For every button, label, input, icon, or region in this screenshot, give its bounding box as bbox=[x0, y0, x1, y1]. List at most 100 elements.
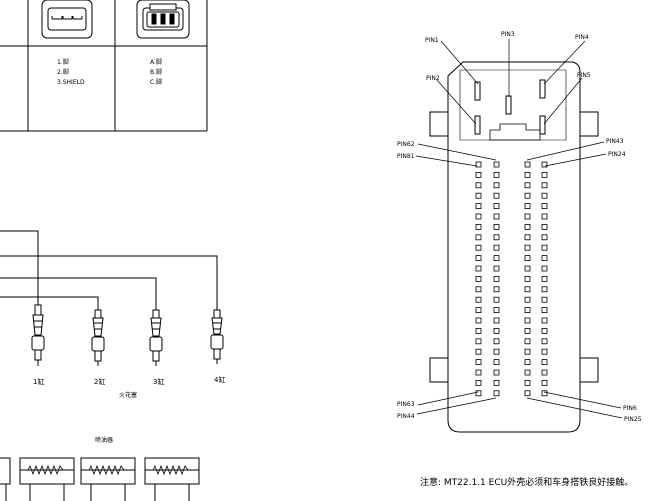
ecu-pin-socket bbox=[493, 171, 500, 178]
ecu-note: 注意: MT22.1.1 ECU外壳必须和车身搭铁良好接触。 bbox=[420, 476, 633, 488]
table-col2-pinC: C.脚 bbox=[150, 78, 162, 86]
ecu-pin-socket bbox=[524, 244, 531, 251]
ecu-pin-socket bbox=[475, 182, 482, 189]
ecu-pin-socket bbox=[541, 192, 548, 199]
cylinder-4-label: 4缸 bbox=[214, 375, 225, 384]
ecu-pin-socket bbox=[493, 213, 500, 220]
ecu-pin-socket bbox=[541, 244, 548, 251]
ecu-pin-socket bbox=[524, 338, 531, 345]
ecu-pin-socket bbox=[475, 307, 482, 314]
ecu-pin-socket bbox=[524, 203, 531, 210]
ecu-connector-body bbox=[429, 61, 599, 433]
ecu-pin-socket bbox=[524, 348, 531, 355]
ecu-pin-socket bbox=[541, 359, 548, 366]
cylinder-1-label: 1缸 bbox=[33, 377, 44, 386]
ecu-pin-socket bbox=[524, 265, 531, 272]
ecu-pin-socket bbox=[524, 223, 531, 230]
ecu-pin-socket bbox=[475, 275, 482, 282]
ecu-pin-socket bbox=[475, 234, 482, 241]
spark-plug-4 bbox=[210, 309, 224, 364]
ecu-pin-socket bbox=[493, 286, 500, 293]
ecu-pin-socket bbox=[493, 234, 500, 241]
three-pin-connector-icon bbox=[41, 0, 93, 39]
ecu-pin-socket bbox=[493, 244, 500, 251]
ecu-pin-socket bbox=[524, 379, 531, 386]
ecu-pin-socket bbox=[541, 255, 548, 262]
ecu-pin-socket bbox=[475, 192, 482, 199]
ecu-pin3-label: PIN3 bbox=[501, 31, 515, 38]
ecu-pin-socket bbox=[475, 171, 482, 178]
ecu-pin-socket bbox=[493, 369, 500, 376]
ecu-pin-socket bbox=[524, 286, 531, 293]
ecu-pin81-label: PIN81 bbox=[397, 153, 415, 160]
ecu-pin-socket bbox=[493, 390, 500, 397]
ecu-pin-socket bbox=[475, 327, 482, 334]
ecu-pin24-label: PIN24 bbox=[608, 151, 626, 158]
ecu-pin-socket bbox=[475, 161, 482, 168]
table-col2-pinA: A.脚 bbox=[150, 58, 162, 66]
ecu-pin-socket bbox=[524, 171, 531, 178]
cylinder-2-label: 2缸 bbox=[94, 377, 105, 386]
ecu-pin-socket bbox=[475, 265, 482, 272]
ecu-pin-socket bbox=[493, 192, 500, 199]
ecu-pin-socket bbox=[493, 348, 500, 355]
ecu-pin-socket bbox=[524, 317, 531, 324]
ecu-pin43-label: PIN43 bbox=[606, 138, 624, 145]
ecu-pin-socket bbox=[493, 255, 500, 262]
ecu-pin-socket bbox=[541, 307, 548, 314]
connector-table bbox=[0, 0, 208, 132]
ecu-pin-socket bbox=[541, 338, 548, 345]
ecu-pin-socket bbox=[541, 275, 548, 282]
ecu-pin-socket bbox=[524, 296, 531, 303]
table-col1-pin1: 1.脚 bbox=[57, 58, 69, 66]
table-col1-pin3: 3.SHIELD bbox=[57, 79, 85, 86]
ecu-pin-socket bbox=[541, 327, 548, 334]
ecu-pin-socket bbox=[493, 379, 500, 386]
ecu-pin-socket bbox=[541, 348, 548, 355]
ecu-leader-lines bbox=[415, 39, 623, 419]
ecu-pin-socket bbox=[475, 223, 482, 230]
ecu-pin-socket bbox=[475, 203, 482, 210]
spark-plug-3 bbox=[149, 309, 163, 366]
ecu-pin-socket bbox=[475, 348, 482, 355]
ecu-pin-socket bbox=[524, 390, 531, 397]
ecu-pin-socket bbox=[541, 203, 548, 210]
ecu-pin4-label: PIN4 bbox=[575, 34, 589, 41]
ecu-pin-socket bbox=[475, 213, 482, 220]
injector-label: 喷油器 bbox=[95, 436, 113, 444]
ecu-pin44-label: PIN44 bbox=[397, 413, 415, 420]
ecu-pin-socket bbox=[524, 255, 531, 262]
ecu-pin-socket bbox=[524, 234, 531, 241]
ecu-pin-socket bbox=[541, 317, 548, 324]
ecu-pin-socket bbox=[493, 182, 500, 189]
ecu-pin-socket bbox=[524, 161, 531, 168]
ecu-pin-socket bbox=[475, 379, 482, 386]
ecu-pin1-label: PIN1 bbox=[425, 37, 439, 44]
ecu-pin-socket bbox=[524, 327, 531, 334]
ecu-pin-socket bbox=[524, 182, 531, 189]
ecu-pin-socket bbox=[493, 327, 500, 334]
ecu-pin-socket bbox=[524, 275, 531, 282]
ecu-pin-socket bbox=[493, 223, 500, 230]
ecu-pin-socket bbox=[541, 265, 548, 272]
ecu-pin-socket bbox=[493, 275, 500, 282]
table-col2-pinB: B.脚 bbox=[150, 68, 162, 76]
ecu-pin-socket bbox=[541, 171, 548, 178]
ecu-pin-socket bbox=[541, 296, 548, 303]
ecu-pin-socket bbox=[524, 307, 531, 314]
ecu-pin-socket bbox=[524, 192, 531, 199]
ecu-pin-socket bbox=[541, 223, 548, 230]
table-col1-pin2: 2.脚 bbox=[57, 68, 69, 76]
ecu-pin5-label: PIN5 bbox=[577, 72, 591, 79]
ecu-pin-socket bbox=[541, 286, 548, 293]
ecu-pin-socket bbox=[475, 317, 482, 324]
ecu-pin-socket bbox=[541, 369, 548, 376]
ecu-pin-socket bbox=[475, 255, 482, 262]
ecu-pin6-label: PIN6 bbox=[623, 405, 637, 412]
ecu-pin62-label: PIN62 bbox=[397, 141, 415, 148]
ecu-pin-socket bbox=[524, 213, 531, 220]
ecu-pin-socket bbox=[541, 182, 548, 189]
ecu-pin-socket bbox=[475, 296, 482, 303]
ecu-pin63-label: PIN63 bbox=[397, 401, 415, 408]
